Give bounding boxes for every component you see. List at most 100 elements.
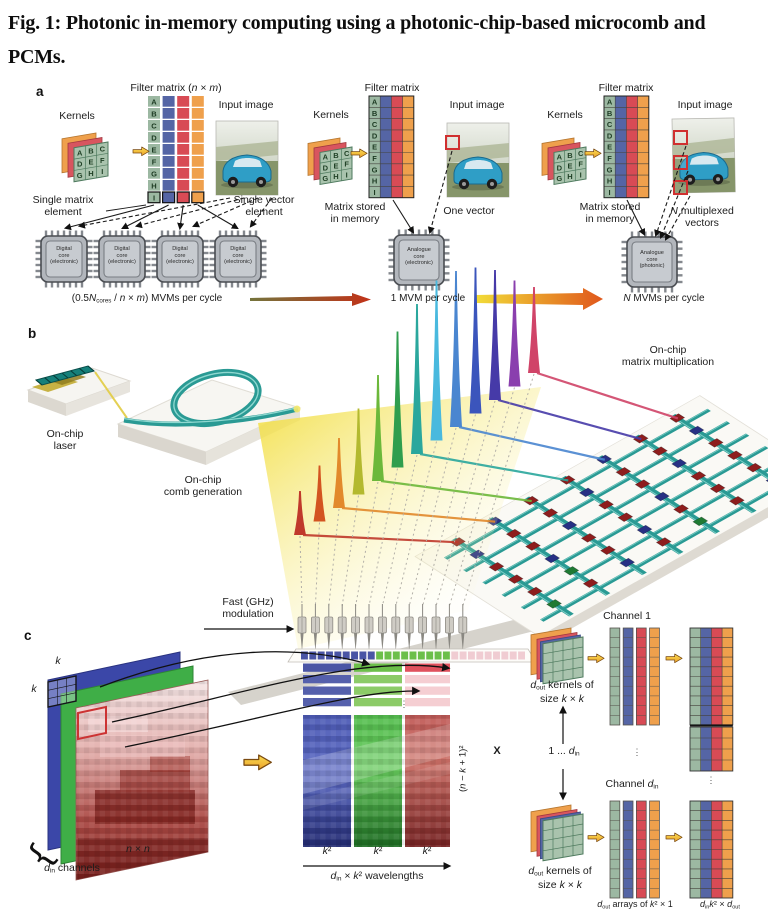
one-to-din-label: 1 ... din bbox=[548, 745, 580, 758]
svg-text:B: B bbox=[607, 109, 613, 118]
n-k-1-squared-label: (n − k + 1)² bbox=[457, 745, 469, 792]
k2-label-2: k² bbox=[373, 845, 383, 857]
svg-text:D: D bbox=[372, 131, 378, 140]
panel-c-label: c bbox=[24, 628, 32, 643]
svg-text:G: G bbox=[322, 174, 328, 183]
svg-text:B: B bbox=[88, 146, 94, 155]
vertical-ellipsis-2: ⋮ bbox=[632, 747, 642, 757]
multiply-symbol: X bbox=[493, 745, 501, 757]
svg-text:G: G bbox=[556, 174, 562, 183]
svg-text:C: C bbox=[344, 149, 350, 158]
filter-matrix-label-2: Filter matrix bbox=[364, 82, 420, 94]
svg-text:E: E bbox=[372, 143, 377, 152]
svg-text:F: F bbox=[344, 160, 349, 169]
svg-text:D: D bbox=[151, 133, 157, 142]
svg-text:H: H bbox=[88, 169, 93, 178]
svg-text:H: H bbox=[333, 172, 338, 181]
svg-text:H: H bbox=[607, 177, 612, 186]
one-vector-label: One vector bbox=[443, 205, 495, 217]
panel-b-label: b bbox=[28, 326, 37, 341]
panel-c-graphics: { bbox=[19, 604, 734, 899]
mvms-caption-1: (0.5Ncores / n × m) MVMs per cycle bbox=[71, 293, 223, 305]
svg-text:B: B bbox=[333, 151, 339, 160]
vertical-ellipsis-3: ⋮ bbox=[706, 775, 716, 785]
single-matrix-element-l2: element bbox=[44, 205, 82, 218]
mvms-caption-3: N MVMs per cycle bbox=[623, 293, 705, 304]
svg-text:A: A bbox=[151, 97, 157, 106]
single-matrix-element-l1: Single matrix bbox=[32, 194, 94, 206]
svg-text:F: F bbox=[578, 160, 583, 169]
svg-text:D: D bbox=[323, 163, 329, 172]
svg-text:H: H bbox=[372, 177, 377, 186]
svg-text:G: G bbox=[77, 171, 83, 180]
svg-text:F: F bbox=[372, 154, 377, 163]
din-channels-label: din channels bbox=[44, 862, 100, 875]
svg-text:I: I bbox=[153, 193, 155, 202]
figure-title: Fig. 1: Photonic in-memory computing usi… bbox=[8, 6, 764, 74]
svg-text:B: B bbox=[151, 109, 157, 118]
channel-1-label: Channel 1 bbox=[603, 610, 651, 622]
svg-text:C: C bbox=[100, 144, 106, 153]
svg-text:E: E bbox=[151, 145, 156, 154]
svg-text:A: A bbox=[372, 98, 378, 107]
kernels-label-1: Kernels bbox=[59, 110, 95, 122]
figure-title-line1: Fig. 1: Photonic in-memory computing usi… bbox=[8, 12, 706, 34]
svg-text:A: A bbox=[77, 148, 83, 157]
svg-text:B: B bbox=[567, 151, 573, 160]
mvms-caption-2: 1 MVM per cycle bbox=[390, 293, 466, 304]
svg-text:C: C bbox=[372, 120, 378, 129]
svg-text:A: A bbox=[607, 98, 613, 107]
kernels-label-2: Kernels bbox=[313, 109, 349, 121]
k-top-label: k bbox=[55, 655, 61, 667]
svg-text:I: I bbox=[346, 170, 348, 179]
panel-b-graphics bbox=[26, 267, 768, 705]
channel-din-label: Channel din bbox=[605, 778, 659, 791]
single-vector-element-l1: Single vector bbox=[233, 194, 295, 206]
input-image-label-3: Input image bbox=[677, 99, 733, 111]
svg-text:I: I bbox=[374, 188, 376, 197]
kernels-label-3: Kernels bbox=[547, 109, 583, 121]
svg-text:I: I bbox=[580, 170, 582, 179]
svg-text:I: I bbox=[609, 188, 611, 197]
svg-text:D: D bbox=[77, 160, 83, 169]
svg-text:D: D bbox=[607, 131, 613, 140]
svg-text:F: F bbox=[100, 156, 105, 165]
single-vector-element-l2: element bbox=[245, 205, 283, 218]
svg-text:G: G bbox=[607, 165, 613, 174]
filter-matrix-label-1: Filter matrix (n × m) bbox=[130, 82, 222, 94]
svg-text:G: G bbox=[372, 165, 378, 174]
input-image-label-1: Input image bbox=[218, 99, 274, 111]
svg-text:H: H bbox=[567, 172, 572, 181]
svg-text:B: B bbox=[372, 109, 378, 118]
svg-text:H: H bbox=[151, 181, 156, 190]
svg-text:F: F bbox=[152, 157, 157, 166]
single-vector-element-label: Single vector element bbox=[219, 194, 309, 218]
svg-text:D: D bbox=[557, 163, 563, 172]
filter-matrix-label-3: Filter matrix bbox=[598, 82, 654, 94]
svg-text:E: E bbox=[567, 162, 572, 171]
svg-text:C: C bbox=[151, 121, 157, 130]
svg-text:E: E bbox=[333, 162, 338, 171]
panel-a-label: a bbox=[36, 84, 44, 99]
k2-label-3: k² bbox=[422, 845, 432, 857]
n-by-n-label: n × n bbox=[126, 843, 150, 855]
din-k2-wavelengths-label: din × k² wavelengths bbox=[330, 870, 424, 883]
svg-text:A: A bbox=[323, 153, 329, 162]
figure-title-line2: PCMs. bbox=[8, 46, 66, 68]
